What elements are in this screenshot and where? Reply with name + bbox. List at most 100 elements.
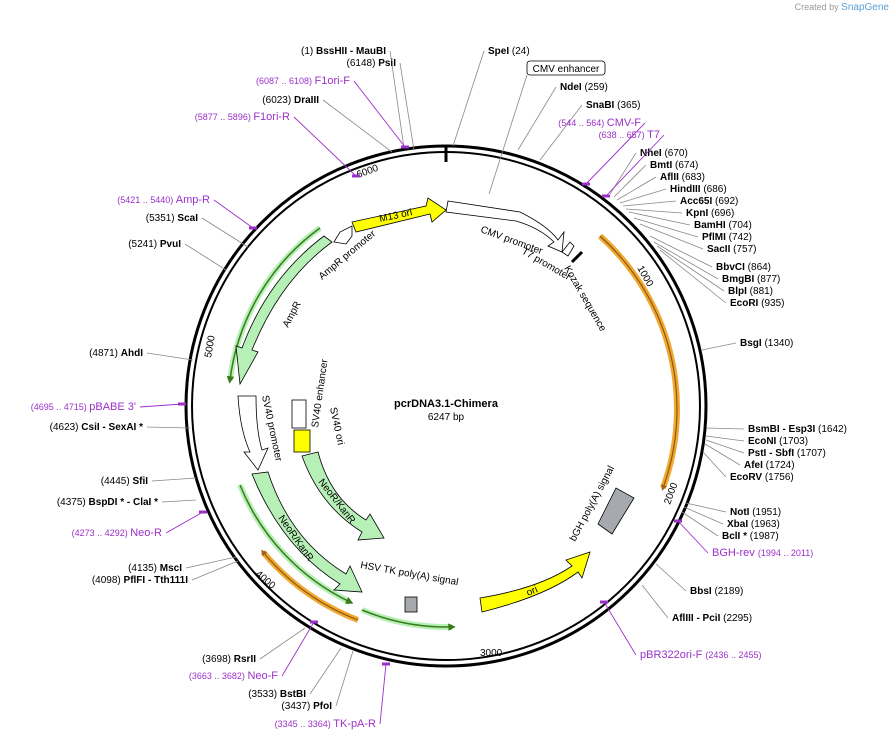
enzyme-site-msci: (4135) MscI [128,556,237,574]
enzyme-label: EcoRI (935) [730,298,784,309]
orf-arc-hsv [360,607,453,631]
primer-f1orif: (6087 .. 6108) F1ori-F [256,75,409,149]
enzyme-label: (5351) ScaI [146,213,198,224]
feature-neo2 [251,471,363,593]
enzyme-site-pflfi: (4098) PflFI - Tth111I [92,560,239,586]
feature-label-sv40-ori: SV40 ori [327,406,346,446]
enzyme-label: (4135) MscI [128,563,182,574]
feature-label-neo1: NeoR/KanR [316,477,358,526]
primer-leader-line [353,80,406,148]
enzyme-site-draiii: (6023) DraIII [262,95,393,153]
primer-binding-mark [602,194,610,198]
enzyme-label: BbsI (2189) [690,586,743,597]
enzyme-leader-line [655,563,687,592]
primer-arc-cmv-bgh-line [599,235,678,491]
primer-binding-mark [352,174,360,178]
enzyme-label: (6023) DraIII [262,95,319,106]
enzyme-label: AflIII - PciI (2295) [672,613,752,624]
primer-leader-line [281,621,315,677]
enzyme-label: AfeI (1724) [744,460,795,471]
primer-leader-line [379,663,387,725]
enzyme-site-bstbi: (3533) BstBI [248,647,342,700]
enzyme-leader-line [628,211,691,226]
enzyme-site-scai: (5351) ScaI [146,213,249,248]
primer-binding-mark [674,519,682,523]
primer-neof: (3663 .. 3682) Neo-F [189,620,318,682]
enzyme-leader-line [309,647,342,695]
enzyme-leader-line [613,164,647,198]
enzyme-site-kpni: KpnI (696) [625,208,734,219]
enzyme-leader-line [151,477,197,482]
primer-label: pBR322ori-F (2436 .. 2455) [640,649,761,661]
enzyme-leader-line [701,342,737,351]
primer-label: (3663 .. 3682) Neo-F [189,670,278,682]
enzyme-site-xbai: XbaI (1963) [683,506,780,530]
feature-t7-promoter [561,241,575,257]
enzyme-site-ndei: NdeI (259) [517,82,608,151]
enzyme-label: SpeI (24) [488,46,530,57]
enzyme-label: KpnI (696) [686,208,734,219]
enzyme-site-bbvci: BbvCI (864) [649,235,771,273]
ruler-label-5000: 5000 [203,334,218,358]
enzyme-site-ecorv: EcoRV (1756) [702,451,794,483]
enzyme-leader-line [616,176,657,201]
primer-binding-mark [582,182,590,186]
orf-arc-hsv-line [361,609,456,631]
enzyme-site-rsrii: (3698) RsrII [202,627,306,665]
primer-label: (5421 .. 5440) Amp-R [117,194,210,206]
enzyme-label: (5241) PvuI [128,239,181,250]
enzyme-site-pflmi: PflMI (742) [633,217,752,243]
enzyme-label: SnaBI (365) [586,100,640,111]
enzyme-label: (4375) BspDI * - ClaI * [57,497,158,508]
primer-label: (544 .. 564) CMV-F [558,117,641,129]
primer-bghrev: BGH-rev (1994 .. 2011) [674,519,813,559]
enzyme-leader-line [656,245,725,292]
feature-label-ampr: AmpR [281,300,304,330]
enzyme-site-bmgbi: BmgBI (877) [653,241,780,285]
enzyme-site-pvui: (5241) PvuI [128,239,227,271]
enzyme-site-hindiii: HindIII (686) [619,184,727,204]
enzyme-site-bamhi: BamHI (704) [628,211,752,231]
enzyme-label: BclI * (1987) [722,531,779,542]
primer-leader-line [165,511,204,534]
enzyme-label: (4623) CsiI - SexAI * [50,422,143,433]
plasmid-length: 6247 bp [428,412,465,423]
enzyme-site-ecori: EcoRI (935) [659,249,784,309]
enzyme-leader-line [702,451,727,478]
feature-neo1 [301,451,385,541]
enzyme-label: (3437) PfoI [281,701,332,712]
snapgene-credit: Created by SnapGene [795,2,889,13]
primer-layer: (6087 .. 6108) F1ori-F(5877 .. 5896) F1o… [31,75,814,730]
primer-label: BGH-rev (1994 .. 2011) [712,547,813,559]
feature-label-hsv: HSV TK poly(A) signal [359,560,459,588]
enzyme-leader-line [685,502,727,513]
enzyme-leader-line [517,86,557,151]
enzyme-label: XbaI (1963) [727,519,780,530]
primer-label: (4695 .. 4715) pBABE 3' [31,401,136,413]
enzyme-leader-line [622,200,677,207]
enzyme-site-noti: NotI (1951) [685,502,781,518]
enzyme-label: (6148) PsiI [347,58,397,69]
primer-t7: (638 .. 657) T7 [599,129,665,198]
feature-m13-ori [351,197,447,233]
enzyme-label: HindIII (686) [670,184,727,195]
enzyme-label: PflMI (742) [702,232,752,243]
cmv-enhancer-leader [488,74,528,195]
primer-label: (3345 .. 3364) TK-pA-R [275,718,376,730]
enzyme-label: SacII (757) [707,244,757,255]
feature-kozak [570,250,584,264]
enzyme-label: BlpI (881) [728,286,773,297]
enzyme-label: (3698) RsrII [202,654,256,665]
primer-binding-mark [401,145,409,149]
enzyme-leader-line [259,627,306,660]
primer-leader-line [139,403,183,408]
enzyme-leader-line [322,99,393,153]
enzyme-leader-line [201,217,249,248]
enzyme-label: NheI (670) [640,148,688,159]
enzyme-leader-line [641,584,669,619]
enzyme-site-sfii: (4445) SfiI [101,476,197,487]
enzyme-label: (4098) PflFI - Tth111I [92,575,188,586]
feature-ampr [235,235,333,386]
enzyme-label: (4871) AhdI [89,348,143,359]
primer-leader-line [213,199,254,229]
